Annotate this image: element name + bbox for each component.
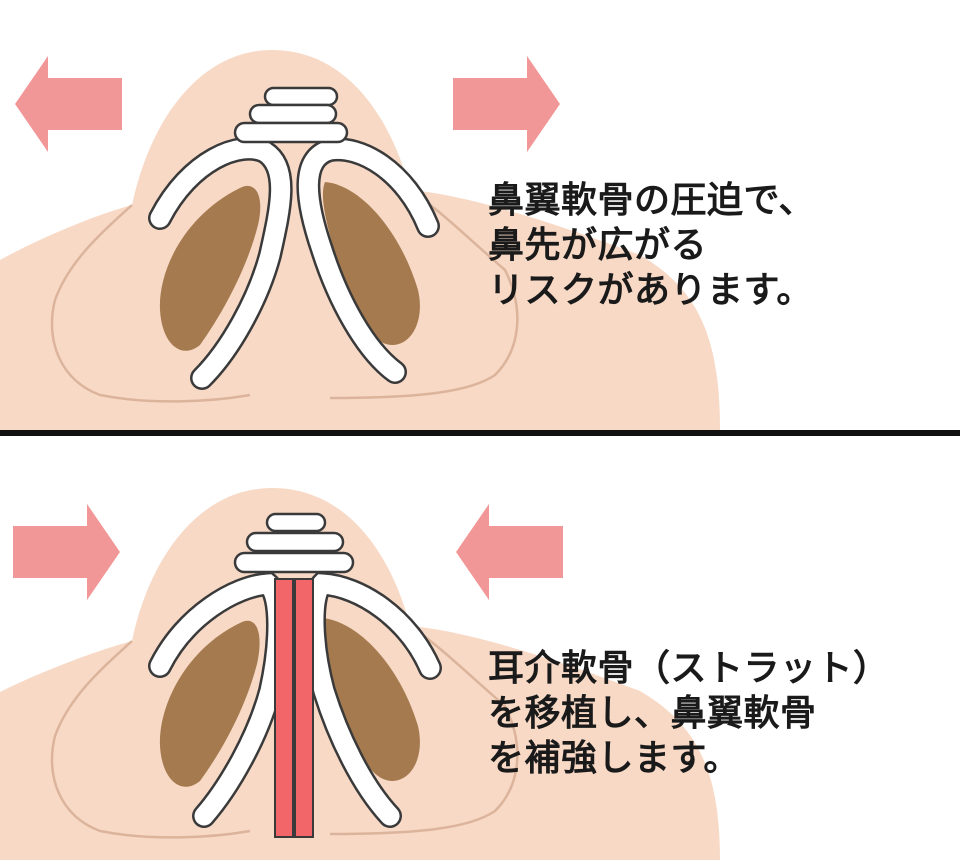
arrow-outward-left <box>15 56 122 152</box>
top-caption: 鼻翼軟骨の圧迫で、 鼻先が広がる リスクがあります。 <box>488 178 815 313</box>
top-caption-line-2: 鼻先が広がる <box>488 225 708 266</box>
bottom-caption-line-3: を補強します。 <box>488 738 740 779</box>
top-illustration <box>0 50 720 430</box>
tip-graft-1 <box>265 512 327 533</box>
bottom-caption-line-2: を移植し、鼻翼軟骨 <box>488 693 817 734</box>
right-nostril <box>320 618 420 781</box>
panel-divider <box>0 430 960 436</box>
tip-graft-3 <box>233 121 349 144</box>
tip-graft-2 <box>245 531 345 553</box>
bottom-caption-line-1: 耳介軟骨（ストラット） <box>488 648 890 689</box>
left-ala-outline <box>50 640 251 839</box>
top-caption-line-3: リスクがあります。 <box>488 270 813 311</box>
strut-graft-right <box>294 578 314 838</box>
tip-graft-1 <box>263 86 339 107</box>
tip-graft-3 <box>233 551 355 574</box>
right-alar-cartilage-inner <box>298 139 438 382</box>
tip-graft-2 <box>248 103 338 125</box>
left-alar-cartilage-inner <box>150 139 291 388</box>
left-nostril <box>159 185 261 351</box>
arrow-outward-right <box>453 56 560 152</box>
right-ala-outline <box>329 188 519 400</box>
bottom-caption: 耳介軟骨（ストラット） を移植し、鼻翼軟骨 を補強します。 <box>488 646 890 781</box>
arrow-inward-left <box>13 504 120 600</box>
right-ala-outline <box>329 624 519 836</box>
top-panel: 鼻翼軟骨の圧迫で、 鼻先が広がる リスクがあります。 <box>0 50 815 430</box>
left-ala-outline <box>50 204 251 403</box>
bottom-illustration <box>0 488 720 860</box>
right-nostril <box>322 182 420 345</box>
strut-graft-left <box>274 578 294 838</box>
arrow-inward-right <box>456 504 563 600</box>
top-caption-line-1: 鼻翼軟骨の圧迫で、 <box>488 180 816 221</box>
left-nostril <box>159 620 260 787</box>
bottom-panel: 耳介軟骨（ストラット） を移植し、鼻翼軟骨 を補強します。 <box>0 436 960 860</box>
